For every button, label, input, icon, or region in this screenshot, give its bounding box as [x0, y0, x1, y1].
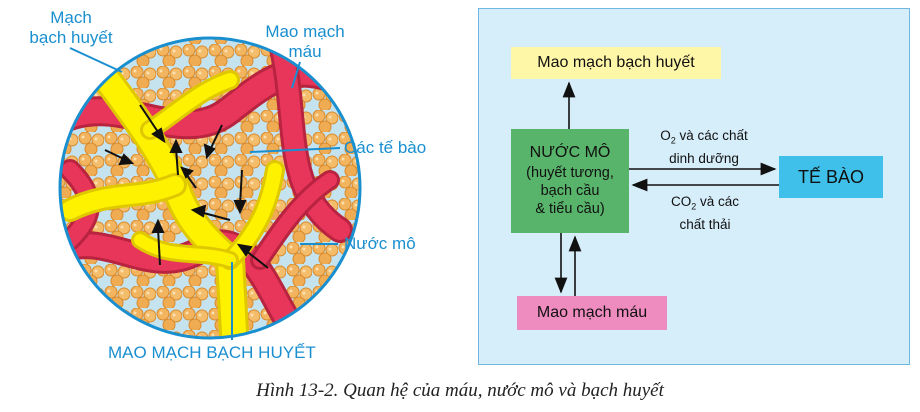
co2-subscript: 2: [691, 201, 697, 212]
label-co2-waste: CO2 và các chất thải: [645, 193, 765, 233]
leader-cells: [249, 147, 341, 153]
co2-rest: và các: [696, 194, 740, 209]
label-o2-nutrients: O2 và các chất dinh dưỡng: [639, 127, 769, 167]
box-tissue-fluid-title: NƯỚC MÔ: [529, 144, 611, 161]
flow-arrows: [104, 104, 269, 269]
box-cell: TẾ BÀO: [779, 156, 883, 198]
box-tissue-fluid-line3: & tiểu cầu): [535, 201, 605, 217]
leader-blood-capillary: [291, 61, 301, 89]
tissue-illustration: [58, 36, 362, 340]
lymph-capillaries: [60, 55, 285, 338]
box-tissue-fluid-line1: (huyết tương,: [526, 165, 614, 181]
label-tissue-fluid: Nước mô: [344, 234, 416, 253]
o2-rest: và các chất: [675, 128, 748, 143]
label-blood-capillary: Mao mạch máu: [250, 22, 360, 62]
label-lymph-capillary: MAO MẠCH BẠCH HUYẾT: [108, 343, 316, 362]
box-blood-capillary-label: Mao mạch máu: [536, 304, 648, 321]
label-blood-capillary-line2: máu: [288, 42, 322, 61]
o2-symbol: O: [660, 128, 671, 143]
box-cell-label: TẾ BÀO: [797, 166, 864, 187]
box-tissue-fluid: NƯỚC MÔ (huyết tương, bạch cầu & tiểu cầ…: [511, 129, 629, 233]
flow-diagram-panel: Mao mạch bạch huyết NƯỚC MÔ (huyết tương…: [478, 8, 910, 365]
co2-line2: chất thải: [679, 216, 731, 232]
tissue-circle-border: [58, 36, 362, 340]
flow-arrows-svg: [554, 81, 779, 296]
label-lymph-vessel-line2: bạch huyết: [29, 28, 113, 47]
label-cells: Các tế bào: [344, 138, 427, 157]
label-blood-capillary-line1: Mao mạch: [265, 22, 345, 41]
tissue-circle: [60, 38, 360, 338]
leader-lymph-vessel: [69, 47, 123, 73]
figure-caption: Hình 13-2. Quan hệ của máu, nước mô và b…: [256, 380, 664, 401]
label-lymph-vessel-line1: Mạch: [50, 8, 92, 27]
label-lymph-vessel: Mạch bạch huyết: [16, 8, 126, 48]
box-blood-capillary: Mao mạch máu: [517, 296, 667, 330]
o2-subscript: 2: [670, 135, 676, 146]
box-tissue-fluid-line2: bạch cầu: [540, 183, 600, 199]
o2-line2: dinh dưỡng: [669, 150, 739, 166]
box-lymph-capillary-label: Mao mạch bạch huyết: [537, 54, 695, 71]
co2-symbol: CO: [670, 194, 692, 209]
box-lymph-capillary: Mao mạch bạch huyết: [511, 47, 721, 79]
